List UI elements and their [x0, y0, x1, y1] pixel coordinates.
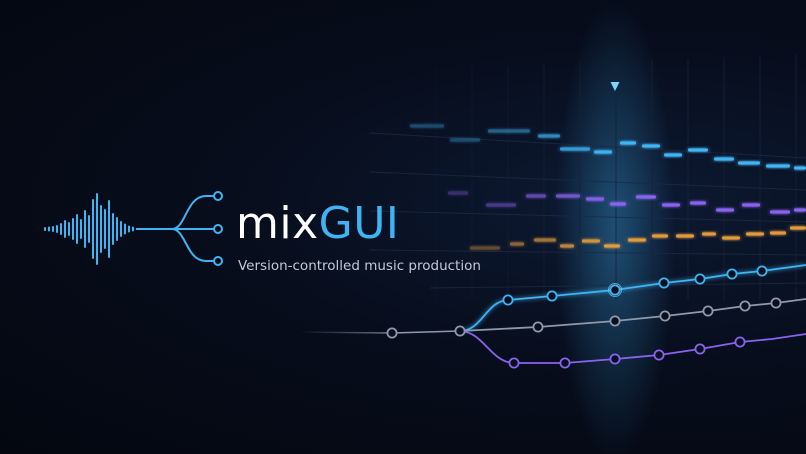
note-purple: [794, 208, 806, 212]
commit-node-grey[interactable]: [659, 310, 671, 322]
note-blue: [560, 147, 590, 151]
note-orange: [510, 242, 524, 246]
logo-node: [213, 191, 223, 201]
brand-wordmark: mixGUI: [236, 198, 399, 250]
grid-row-line: [369, 171, 806, 191]
note-blue: [488, 129, 530, 133]
note-blue: [794, 166, 806, 170]
note-lane-orange: [470, 226, 806, 250]
note-blue: [714, 157, 734, 161]
playhead-triangle-icon: [610, 82, 620, 91]
grid-row-line: [369, 132, 806, 159]
note-blue: [688, 148, 708, 152]
note-purple: [690, 201, 706, 205]
note-blue: [766, 164, 790, 168]
branch-blue: [459, 264, 806, 332]
logo-node: [213, 256, 223, 266]
commit-node-trunk[interactable]: [454, 325, 466, 337]
commit-node-trunk[interactable]: [386, 327, 398, 339]
wordmark-part-a: mix: [236, 198, 319, 249]
note-blue: [738, 161, 760, 165]
commit-node-blue[interactable]: [658, 277, 670, 289]
note-purple: [636, 195, 656, 199]
note-orange: [470, 246, 500, 250]
note-orange: [770, 231, 786, 235]
note-purple: [586, 197, 604, 201]
branch-grey: [459, 297, 806, 333]
logo-node: [213, 224, 223, 234]
commit-node-blue[interactable]: [694, 273, 706, 285]
note-purple: [448, 191, 468, 195]
commit-node-grey[interactable]: [770, 297, 782, 309]
commit-node-grey[interactable]: [532, 321, 544, 333]
commit-node-purple[interactable]: [508, 357, 520, 369]
commit-node-blue[interactable]: [756, 265, 768, 277]
note-purple: [526, 194, 546, 198]
waveform-branch-icon: [44, 191, 223, 266]
commit-node-purple[interactable]: [653, 349, 665, 361]
note-purple: [716, 208, 734, 212]
tagline: Version-controlled music production: [238, 258, 481, 274]
commit-node-blue[interactable]: [726, 268, 738, 280]
note-orange: [628, 238, 646, 242]
note-purple: [486, 203, 516, 207]
logo-branch-bottom: [171, 228, 214, 262]
note-orange: [560, 244, 574, 248]
note-lanes: [410, 124, 806, 250]
commit-node-purple[interactable]: [559, 357, 571, 369]
note-purple: [742, 203, 760, 207]
note-orange: [722, 236, 740, 240]
commit-node-purple[interactable]: [734, 336, 746, 348]
note-blue: [620, 141, 636, 145]
note-blue: [410, 124, 444, 128]
note-orange: [652, 234, 668, 238]
note-purple: [556, 194, 580, 198]
note-orange: [582, 239, 600, 243]
note-blue: [594, 150, 612, 154]
note-orange: [534, 238, 556, 242]
note-orange: [702, 232, 716, 236]
branch-trunk: [391, 330, 461, 334]
note-purple: [770, 210, 790, 214]
note-orange: [676, 234, 694, 238]
logo-branch-top: [171, 195, 214, 230]
note-orange: [604, 244, 620, 248]
commit-node-blue[interactable]: [502, 294, 514, 306]
grid-row-line: [369, 210, 806, 223]
commit-node-blue[interactable]: [546, 290, 558, 302]
note-orange: [746, 232, 764, 236]
commit-node-grey[interactable]: [702, 305, 714, 317]
note-lane-blue: [410, 124, 806, 170]
sequencer-grid: [369, 54, 806, 300]
branch-trunk-tail: [299, 331, 393, 334]
playhead[interactable]: [610, 82, 620, 454]
note-lane-purple: [448, 191, 806, 214]
grid-row-line: [369, 249, 806, 256]
note-blue: [642, 144, 660, 148]
note-purple: [662, 203, 680, 207]
note-purple: [610, 202, 626, 206]
commit-node-purple[interactable]: [694, 343, 706, 355]
note-blue: [538, 134, 560, 138]
commit-node-grey[interactable]: [739, 300, 751, 312]
version-branches: [299, 264, 806, 369]
note-blue: [664, 153, 682, 157]
note-orange: [790, 226, 806, 230]
wordmark-part-b: GUI: [318, 198, 400, 249]
note-blue: [450, 138, 480, 142]
